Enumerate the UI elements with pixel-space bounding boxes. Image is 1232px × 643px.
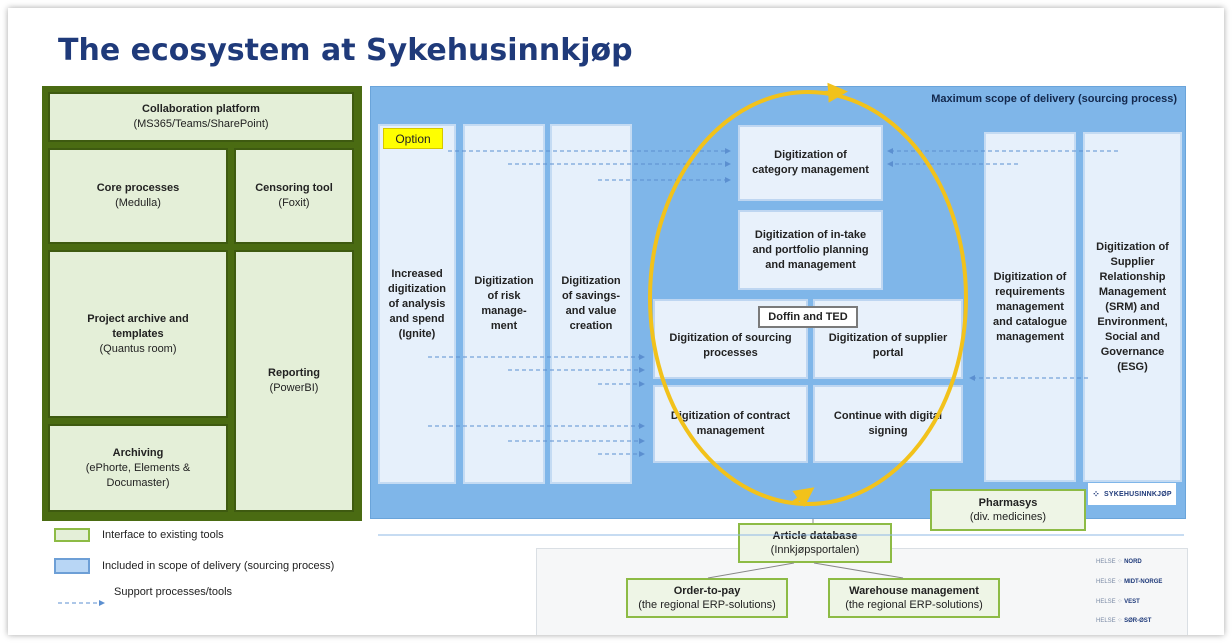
- scope-label: Maximum scope of delivery (sourcing proc…: [931, 93, 1177, 105]
- helse-prefix: HELSE: [1096, 579, 1116, 585]
- slide: The ecosystem at Sykehusinnkjøp Collabor…: [8, 8, 1224, 635]
- project-archive-detail: (Quantus room): [99, 342, 177, 355]
- connector-lines: [707, 519, 904, 579]
- archiving-box: Archiving (ePhorte, Elements & Documaste…: [48, 424, 228, 512]
- contract-management-box: Digitization of contract management: [653, 385, 808, 463]
- censoring-tool-box: Censoring tool (Foxit): [234, 148, 354, 244]
- legend-support: Support processes/tools: [54, 586, 232, 598]
- collaboration-platform-name: Collaboration platform: [142, 103, 260, 115]
- risk-management-column: Digitization of risk manage-ment: [463, 124, 545, 484]
- helse-midt-norge-logo: HELSE ⁘ MIDT-NORGE: [1096, 579, 1163, 585]
- savings-value-column: Digitization of savings-and value creati…: [550, 124, 632, 484]
- doffin-ted-box: Doffin and TED: [758, 306, 858, 328]
- reporting-detail: (PowerBI): [269, 382, 319, 394]
- page-title: The ecosystem at Sykehusinnkjøp: [58, 33, 633, 68]
- analysis-spend-column: Increased digitization of analysis and s…: [378, 124, 456, 484]
- legend-arrow-swatch: [54, 587, 102, 597]
- warehouse-management-box: Warehouse management (the regional ERP-s…: [828, 578, 1000, 618]
- helse-sor-ost-logo: HELSE ⁘ SØR-ØST: [1096, 618, 1152, 624]
- helse-vest-logo: HELSE ⁘ VEST: [1096, 599, 1140, 605]
- option-tag: Option: [383, 128, 443, 149]
- reporting-box: Reporting (PowerBI): [234, 250, 354, 512]
- legend-blue-swatch: [54, 558, 90, 574]
- warehouse-management-detail: (the regional ERP-solutions): [845, 599, 983, 611]
- article-database-name: Article database: [772, 530, 858, 542]
- core-processes-name: Core processes: [96, 182, 180, 194]
- pharmasys-box: Pharmasys (div. medicines): [930, 489, 1086, 531]
- helse-nord-logo: HELSE ⁘ NORD: [1096, 559, 1142, 565]
- helse-prefix: HELSE: [1096, 559, 1116, 565]
- srm-esg-column: Digitization of Supplier Relationship Ma…: [1083, 132, 1182, 482]
- legend-interface: Interface to existing tools: [54, 528, 224, 542]
- reporting-name: Reporting: [268, 367, 320, 379]
- helse-prefix: HELSE: [1096, 599, 1116, 605]
- pharmasys-name: Pharmasys: [978, 497, 1038, 509]
- archiving-name: Archiving: [112, 446, 164, 459]
- sykehusinnkjop-logo: ⁘ SYKEHUSINNKJØP: [1088, 483, 1176, 505]
- archiving-detail: (ePhorte, Elements & Documaster): [85, 461, 191, 489]
- helse-region: VEST: [1124, 599, 1140, 605]
- censoring-tool-detail: (Foxit): [278, 197, 310, 209]
- project-archive-name: Project archive and templates: [87, 312, 189, 340]
- helse-prefix: HELSE: [1096, 618, 1116, 624]
- collaboration-platform-box: Collaboration platform (MS365/Teams/Shar…: [48, 92, 354, 142]
- existing-tools-panel: Collaboration platform (MS365/Teams/Shar…: [42, 86, 362, 521]
- process-cycle-ellipse: [648, 90, 968, 506]
- legend-arrow-label: Support processes/tools: [114, 586, 233, 598]
- project-archive-box: Project archive and templates (Quantus r…: [48, 250, 228, 418]
- intake-portfolio-box: Digitization of in-take and portfolio pl…: [738, 210, 883, 290]
- logo-mark-icon: ⁘: [1092, 488, 1100, 499]
- legend-green-swatch: [54, 528, 90, 542]
- support-arrows: [428, 148, 1118, 457]
- pharmasys-detail: (div. medicines): [969, 511, 1047, 523]
- requirements-catalogue-column: Digitization of requirements management …: [984, 132, 1076, 482]
- article-database-box: Article database (Innkjøpsportalen): [738, 523, 892, 563]
- warehouse-management-name: Warehouse management: [849, 585, 979, 597]
- helse-region: SØR-ØST: [1124, 618, 1152, 624]
- collaboration-platform-detail: (MS365/Teams/SharePoint): [133, 118, 269, 130]
- censoring-tool-name: Censoring tool: [255, 182, 333, 194]
- order-to-pay-detail: (the regional ERP-solutions): [638, 599, 776, 611]
- logo-text: SYKEHUSINNKJØP: [1103, 490, 1172, 498]
- legend-scope: Included in scope of delivery (sourcing …: [54, 558, 334, 574]
- helse-region: MIDT-NORGE: [1124, 579, 1163, 585]
- legend-blue-label: Included in scope of delivery (sourcing …: [102, 560, 335, 572]
- order-to-pay-name: Order-to-pay: [673, 585, 741, 597]
- order-to-pay-box: Order-to-pay (the regional ERP-solutions…: [626, 578, 788, 618]
- digital-signing-box: Continue with digital signing: [813, 385, 963, 463]
- core-processes-detail: (Medulla): [115, 197, 161, 209]
- core-processes-box: Core processes (Medulla): [48, 148, 228, 244]
- article-database-detail: (Innkjøpsportalen): [770, 544, 860, 556]
- legend-green-label: Interface to existing tools: [102, 529, 224, 541]
- category-management-box: Digitization of category management: [738, 125, 883, 201]
- diagram-overlay: [58, 82, 1184, 606]
- helse-region: NORD: [1124, 559, 1142, 565]
